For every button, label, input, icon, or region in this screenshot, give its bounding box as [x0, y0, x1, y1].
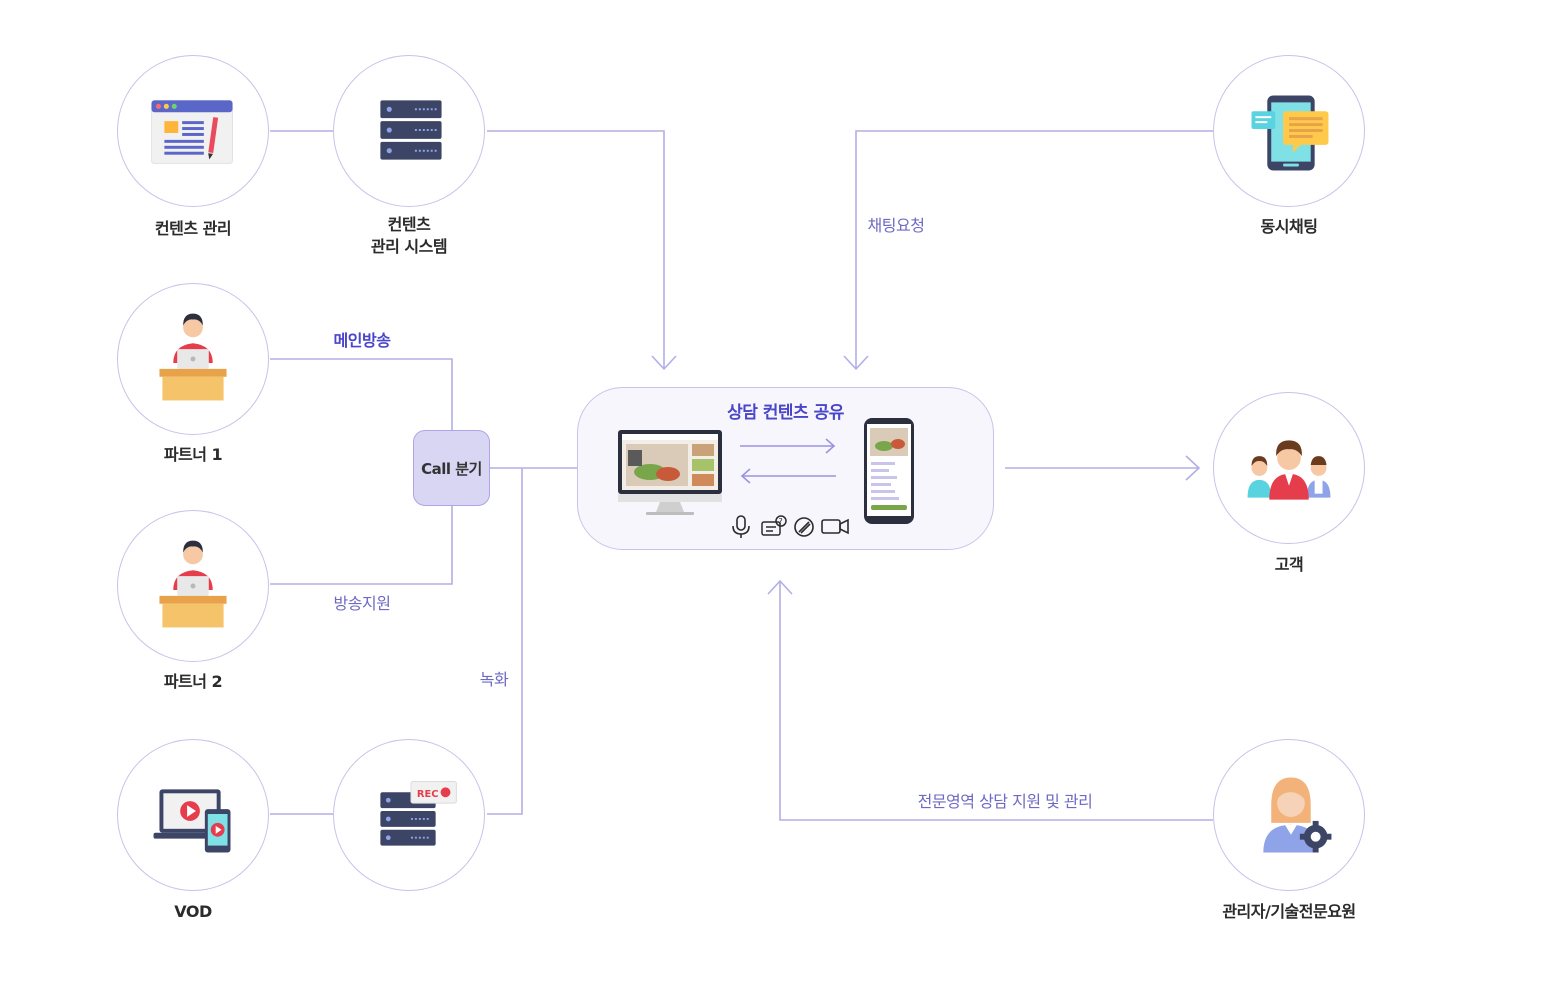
customers-group-icon — [1247, 440, 1331, 500]
edge-partner1-to-call — [270, 358, 453, 430]
broadcast-support-label: 방송지원 — [333, 594, 391, 613]
presenter-icon — [159, 540, 227, 628]
vod-devices-icon — [153, 789, 231, 853]
content-sharing-title: 상담 컨텐츠 공유 — [727, 403, 844, 423]
edge-partner2-to-call — [270, 506, 453, 585]
admin-label: 관리자/기술전문요원 — [1222, 902, 1356, 921]
server-icon — [380, 100, 442, 160]
live-chat-node — [1213, 55, 1365, 207]
tools-row: ? — [732, 515, 849, 538]
rec-server-icon: REC — [380, 780, 457, 846]
smartphone-icon — [864, 418, 914, 524]
question-chat-icon: ? — [761, 515, 787, 536]
expert-support-label: 전문영역 상담 지원 및 관리 — [917, 792, 1093, 811]
cms-label-line1: 컨텐츠 — [387, 215, 431, 234]
pen-icon — [794, 517, 814, 537]
call-split-box: Call 분기 — [413, 430, 490, 506]
partner1-label: 파트너 1 — [163, 445, 223, 464]
recording-label: 녹화 — [479, 670, 509, 689]
customer-label: 고객 — [1274, 555, 1304, 574]
admin-settings-icon — [1263, 777, 1332, 853]
partner2-label: 파트너 2 — [163, 672, 223, 691]
chat-request-label: 채팅요청 — [867, 216, 925, 235]
call-split-label: Call 분기 — [421, 459, 482, 478]
web-editor-icon — [151, 99, 233, 165]
partner2-node — [117, 510, 269, 662]
microphone-icon — [732, 515, 750, 538]
sync-arrows-icon — [740, 438, 836, 484]
content-management-label: 컨텐츠 관리 — [154, 219, 232, 238]
cms-label: 컨텐츠 관리 시스템 — [333, 214, 485, 258]
presenter-icon — [159, 313, 227, 401]
desktop-monitor-icon — [618, 430, 722, 515]
chat-phone-icon — [1251, 95, 1329, 171]
edge-call-to-recording — [487, 468, 523, 815]
arrowhead-admin-to-center — [767, 579, 793, 595]
cms-label-line2: 관리 시스템 — [370, 237, 448, 256]
recording-server-node: REC — [333, 739, 485, 891]
arrowhead-chat-to-center — [843, 355, 869, 371]
arrowhead-cms-to-center — [651, 355, 677, 371]
partner1-node — [117, 283, 269, 435]
edge-cms-to-center — [487, 130, 665, 368]
edge-chat-to-center — [855, 130, 1213, 368]
vod-node — [117, 739, 269, 891]
svg-text:?: ? — [779, 517, 783, 526]
rec-text: REC — [417, 789, 439, 800]
cms-node — [333, 55, 485, 207]
content-sharing-box: 상담 컨텐츠 공유 — [577, 387, 994, 550]
main-broadcast-label: 메인방송 — [333, 331, 391, 350]
arrowhead-center-to-customer — [1185, 455, 1201, 481]
vod-label: VOD — [174, 902, 212, 921]
edge-admin-to-center — [779, 582, 1213, 821]
customer-node — [1213, 392, 1365, 544]
admin-node — [1213, 739, 1365, 891]
video-camera-icon — [821, 518, 849, 535]
live-chat-label: 동시채팅 — [1260, 217, 1318, 236]
content-management-node — [117, 55, 269, 207]
